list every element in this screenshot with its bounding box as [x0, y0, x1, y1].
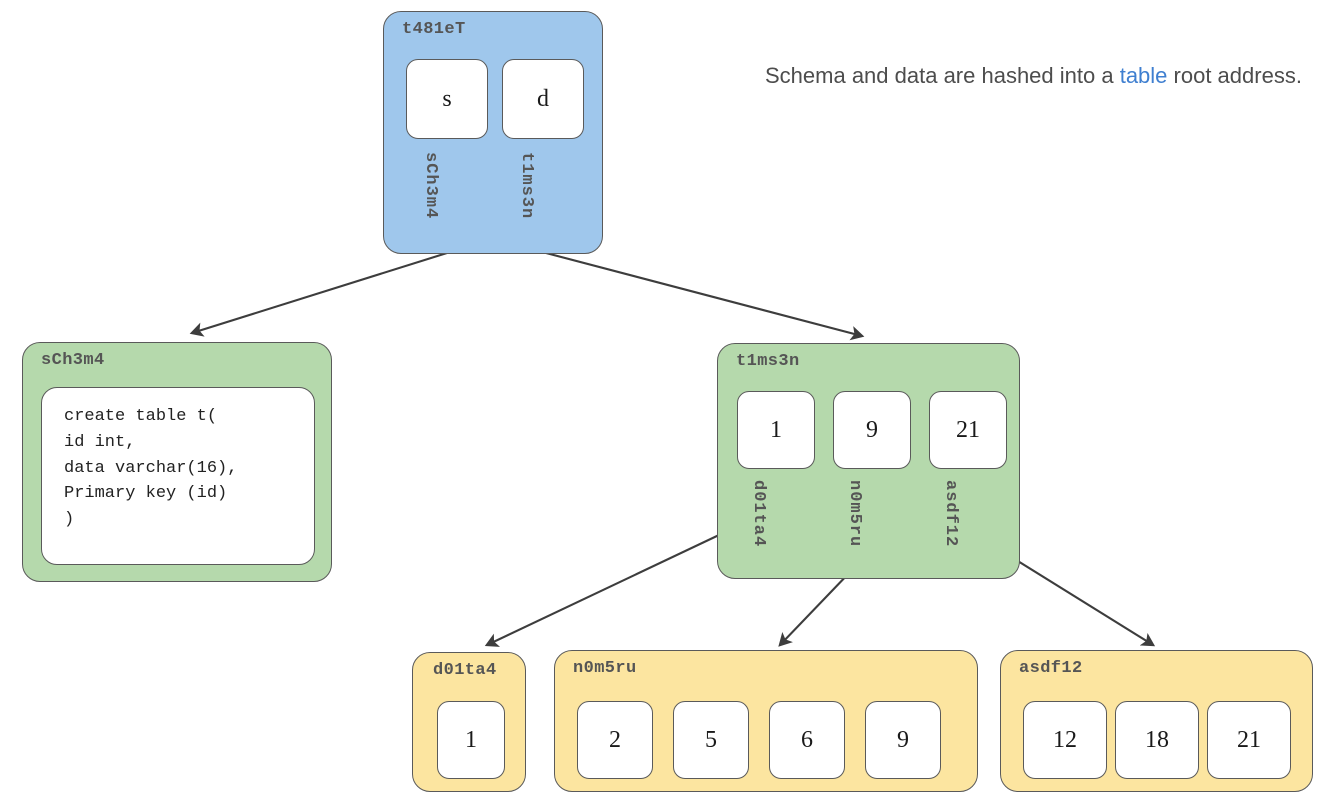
caption: Schema and data are hashed into a table … — [765, 60, 1310, 91]
node-title: sCh3m4 — [41, 351, 105, 370]
cell-root-1[interactable]: d — [502, 59, 584, 139]
cell-leaf3-0[interactable]: 12 — [1023, 701, 1107, 779]
cell-leaf2-0[interactable]: 2 — [577, 701, 653, 779]
pointer-label-index-1: n0m5ru — [845, 480, 864, 548]
cell-leaf1-0[interactable]: 1 — [437, 701, 505, 779]
node-leaf-d01ta4[interactable]: d01ta4 1 — [412, 652, 526, 792]
node-schema-sCh3m4[interactable]: sCh3m4 create table t( id int, data varc… — [22, 342, 332, 582]
caption-text-before: Schema and data are hashed into a — [765, 63, 1120, 88]
pointer-label-root-1: t1ms3n — [517, 152, 536, 220]
caption-link-table[interactable]: table — [1119, 63, 1168, 88]
caption-text-after: root address. — [1167, 63, 1302, 88]
cell-index-0[interactable]: 1 — [737, 391, 815, 469]
node-title: d01ta4 — [433, 661, 497, 680]
edge-root-to-index — [545, 251, 865, 341]
cell-index-2[interactable]: 21 — [929, 391, 1007, 469]
node-title: t1ms3n — [736, 352, 800, 371]
cell-leaf2-1[interactable]: 5 — [673, 701, 749, 779]
cell-leaf3-2[interactable]: 21 — [1207, 701, 1291, 779]
cell-leaf2-3[interactable]: 9 — [865, 701, 941, 779]
edge-index-to-leaf2 — [778, 569, 853, 647]
cell-index-1[interactable]: 9 — [833, 391, 911, 469]
node-title: t481eT — [402, 20, 466, 39]
cell-root-0[interactable]: s — [406, 59, 488, 139]
schema-sql-text: create table t( id int, data varchar(16)… — [41, 387, 315, 565]
cell-leaf3-1[interactable]: 18 — [1115, 701, 1199, 779]
node-title: n0m5ru — [573, 659, 637, 678]
edge-root-to-schema — [189, 251, 448, 337]
node-title: asdf12 — [1019, 659, 1083, 678]
node-root-t481eT[interactable]: t481eT s d sCh3m4 t1ms3n — [383, 11, 603, 254]
node-index-t1ms3n[interactable]: t1ms3n 1 9 21 d01ta4 n0m5ru asdf12 — [717, 343, 1020, 579]
cell-leaf2-2[interactable]: 6 — [769, 701, 845, 779]
node-leaf-n0m5ru[interactable]: n0m5ru 2 5 6 9 — [554, 650, 978, 792]
node-leaf-asdf12[interactable]: asdf12 12 18 21 — [1000, 650, 1313, 792]
pointer-label-root-0: sCh3m4 — [421, 152, 440, 220]
pointer-label-index-0: d01ta4 — [749, 480, 768, 548]
pointer-label-index-2: asdf12 — [941, 480, 960, 548]
